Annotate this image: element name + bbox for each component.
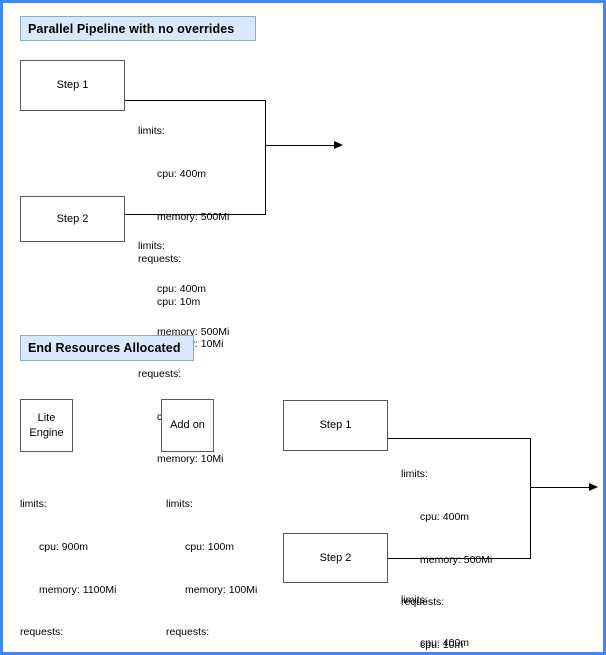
requests-label: requests: (138, 253, 182, 266)
requests-label: requests: (138, 368, 182, 381)
requests-memory: memory: 10Mi (157, 453, 224, 466)
node-add-on[interactable]: Add on (161, 399, 214, 452)
limits-cpu: cpu: 900m (39, 541, 89, 554)
resources-step-1-section-2: limits: cpu: 400m memory: 500Mi requests… (401, 439, 493, 652)
requests-cpu: cpu: 10m (420, 638, 464, 651)
limits-label: limits: (20, 498, 47, 511)
connector-step-1-horizontal-section-2 (388, 438, 530, 439)
limits-memory: memory: 500Mi (157, 210, 230, 223)
limits-label: limits: (138, 125, 165, 138)
connector-output-arrow-line-section-1 (265, 145, 335, 146)
limits-cpu: cpu: 400m (157, 283, 207, 296)
connector-output-arrow-line-section-2 (530, 487, 590, 488)
node-step-2-section-2[interactable]: Step 2 (283, 533, 388, 583)
limits-label: limits: (401, 594, 428, 607)
node-lite-engine[interactable]: Lite Engine (20, 399, 73, 452)
limits-cpu: cpu: 400m (420, 511, 470, 524)
arrow-head-icon-section-1 (334, 141, 343, 149)
requests-cpu: cpu: 10m (157, 295, 201, 308)
node-step-1-section-1[interactable]: Step 1 (20, 60, 125, 111)
limits-label: limits: (138, 240, 165, 253)
limits-memory: memory: 500Mi (420, 553, 493, 566)
section-title-parallel-pipeline: Parallel Pipeline with no overrides (20, 16, 256, 41)
limits-cpu: cpu: 100m (185, 541, 235, 554)
node-step-2-section-1[interactable]: Step 2 (20, 196, 125, 242)
resources-lite-engine: limits: cpu: 900m memory: 1100Mi request… (20, 469, 117, 652)
limits-cpu: cpu: 400m (157, 168, 207, 181)
connector-merge-vertical-section-1 (265, 100, 266, 215)
section-title-end-resources-allocated: End Resources Allocated (20, 335, 194, 361)
requests-label: requests: (166, 626, 210, 639)
resources-step-2-section-2: limits: cpu: 400m memory: 500Mi requests… (401, 565, 492, 652)
connector-step-2-horizontal-section-2 (388, 558, 530, 559)
limits-cpu: cpu: 400m (420, 637, 470, 650)
connector-step-2-horizontal-section-1 (125, 214, 265, 215)
resources-step-1-section-1: limits: cpu: 400m memory: 500Mi requests… (138, 96, 229, 380)
limits-memory: memory: 100Mi (185, 583, 258, 596)
limits-memory: memory: 1100Mi (39, 583, 117, 596)
limits-label: limits: (401, 468, 428, 481)
resources-add-on: limits: cpu: 100m memory: 100Mi requests… (166, 469, 258, 652)
limits-label: limits: (166, 498, 193, 511)
connector-step-1-horizontal-section-1 (125, 100, 265, 101)
arrow-head-icon-section-2 (589, 483, 598, 491)
requests-label: requests: (401, 596, 445, 609)
node-step-1-section-2[interactable]: Step 1 (283, 400, 388, 451)
requests-label: requests: (20, 626, 64, 639)
connector-merge-vertical-section-2 (530, 438, 531, 559)
limits-memory: memory: 500Mi (157, 325, 230, 338)
